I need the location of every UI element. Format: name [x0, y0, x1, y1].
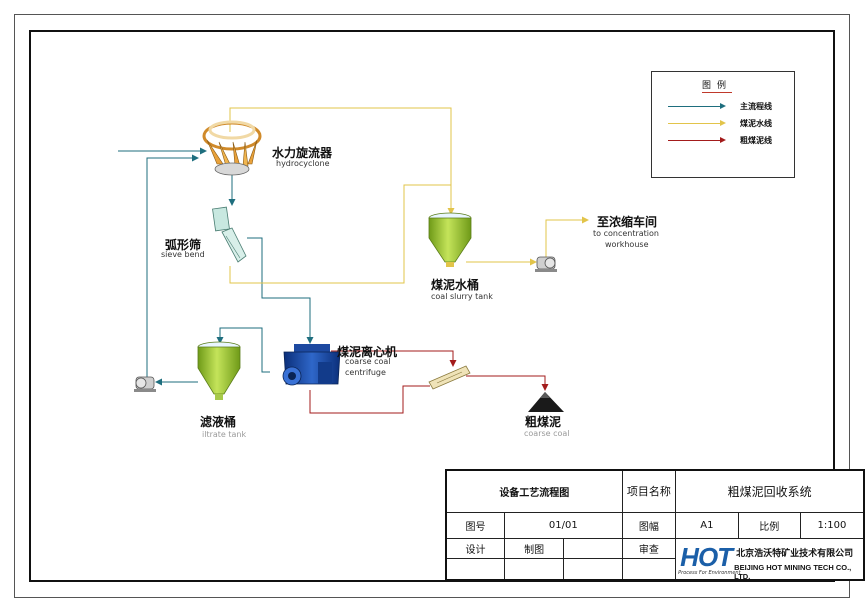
project-name: 粗煤泥回收系统: [675, 469, 865, 513]
coarse-coal-pile: [528, 392, 564, 412]
hydrocyclone-label-en: hydrocyclone: [276, 159, 330, 168]
review-value: [621, 558, 677, 580]
arrow-right-icon: [720, 137, 726, 143]
drawing-inner-border: [29, 30, 835, 582]
filtrate-tank-label-cn: 滤液桶: [200, 415, 237, 429]
project-name-label: 项目名称: [621, 469, 677, 513]
sheet-label: 图幅: [621, 511, 677, 539]
filtrate-tank-label-en: iltrate tank: [202, 430, 247, 439]
company-logo-cell: HOT Process For Environment 北京浩沃特矿业技术有限公…: [675, 537, 865, 581]
logo-tagline: Process For Environment: [678, 569, 741, 576]
legend-item-coarse: 粗煤泥线: [668, 135, 792, 147]
legend-title: 图例: [702, 78, 733, 93]
to-concentration-label-cn: 至浓缩车间: [597, 215, 658, 229]
sheet-value: A1: [675, 511, 739, 539]
coarse-flow-lines: [309, 350, 549, 414]
legend-line-slurry: [668, 123, 722, 124]
draft-label: 制图: [504, 537, 565, 560]
company-name-cn: 北京浩沃特矿业技术有限公司: [736, 548, 854, 559]
coal-slurry-tank-unit: [428, 212, 472, 267]
arrow-right-icon: [720, 103, 726, 109]
draft-value: [563, 537, 623, 560]
sieve-bend-label-cn: 弧形筛: [165, 238, 202, 252]
drawing-no-label: 图号: [445, 511, 506, 539]
sieve-bend-label-en: sieve bend: [161, 250, 205, 259]
to-concentration-label-en1: to concentration: [593, 229, 659, 238]
to-concentration-label-en2: workhouse: [605, 240, 649, 249]
screw-conveyor-unit: [428, 365, 471, 390]
centrifuge-label-en1: coarse coal: [345, 357, 391, 366]
empty-cell: [563, 558, 623, 580]
drawing-outer-border: [14, 14, 850, 598]
scale-label: 比例: [737, 511, 801, 539]
design-label: 设计: [445, 537, 506, 560]
coarse-coal-label-cn: 粗煤泥: [525, 415, 562, 429]
legend-label-slurry: 煤泥水线: [740, 119, 772, 128]
slurry-tank-label-en: coal slurry tank: [431, 292, 493, 301]
arrow-right-icon: [720, 120, 726, 126]
legend-label-coarse: 粗煤泥线: [740, 136, 772, 145]
centrifuge-label-cn: 煤泥离心机: [337, 345, 398, 359]
legend: 图例 主流程线 煤泥水线 粗煤泥线: [651, 71, 795, 178]
title-block: 设备工艺流程图 项目名称 粗煤泥回收系统 图号 01/01 图幅 A1 比例 1…: [445, 469, 865, 581]
hydrocyclone-label-cn: 水力旋流器: [272, 146, 333, 160]
legend-item-slurry: 煤泥水线: [668, 118, 792, 130]
scale-value: 1:100: [799, 511, 865, 539]
hydrocyclone-unit: [202, 120, 262, 176]
filtrate-tank-unit: [197, 341, 241, 400]
drawing-type: 设备工艺流程图: [445, 469, 623, 513]
legend-line-main: [668, 106, 722, 107]
sieve-bend-unit: [212, 206, 247, 263]
coarse-coal-label-en: coarse coal: [524, 429, 570, 438]
design-value: [445, 558, 506, 580]
legend-item-main: 主流程线: [668, 101, 792, 113]
drawing-no: 01/01: [504, 511, 623, 539]
slurry-tank-label-cn: 煤泥水桶: [431, 278, 480, 292]
centrifuge-label-en2: centrifuge: [345, 368, 386, 377]
company-name-en: BEIJING HOT MINING TECH CO., LTD.: [734, 562, 852, 581]
centrifuge-unit: [282, 344, 341, 386]
legend-label-main: 主流程线: [740, 102, 772, 111]
company-logo: HOT: [680, 541, 733, 572]
pump-left: [134, 376, 156, 392]
draft-value-2: [504, 558, 565, 580]
legend-line-coarse: [668, 140, 722, 141]
main-flow-lines: [118, 147, 314, 386]
review-label: 审查: [621, 537, 677, 560]
slurry-flow-lines: [229, 107, 589, 284]
pump-right: [535, 256, 557, 272]
